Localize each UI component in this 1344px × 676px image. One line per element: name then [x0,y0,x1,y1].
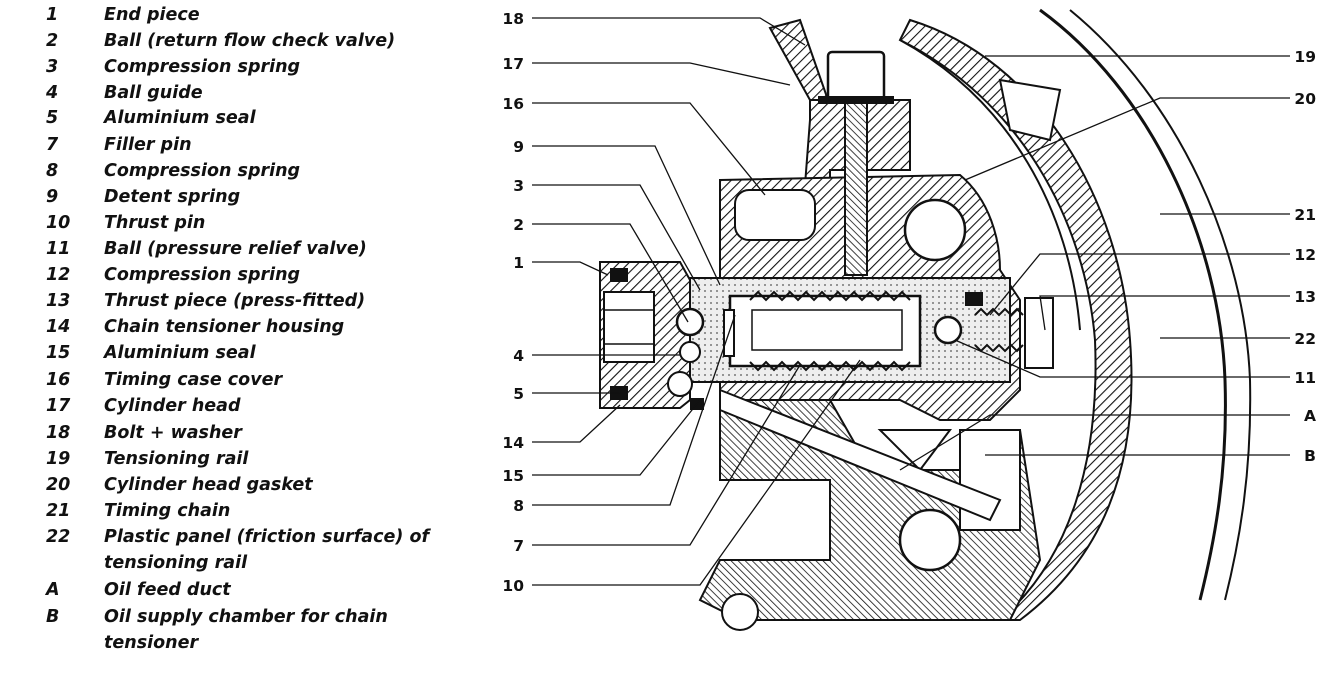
legend-text: Aluminium seal [104,343,256,363]
legend-key: 11 [46,239,71,259]
callout-label: 14 [502,434,524,452]
legend-key: 22 [46,527,71,547]
legend-text: Thrust pin [104,213,206,233]
legend-text: End piece [104,5,200,25]
legend-key: 21 [46,501,71,521]
legend-key: 4 [46,83,59,103]
legend-key: 9 [46,187,59,207]
legend-text: Ball (pressure relief valve) [104,239,367,259]
callout-label: 20 [1294,90,1316,108]
callout-label: 7 [513,537,524,555]
callout-label: 15 [502,467,524,485]
legend-key: 19 [46,449,71,469]
legend-text: Bolt + washer [104,423,242,443]
legend-key: 15 [46,343,71,363]
legend-key: 2 [46,31,59,51]
legend-text: Oil feed duct [104,580,231,600]
legend-key: 10 [46,213,71,233]
legend-key: A [46,580,60,600]
callout-label: 22 [1294,330,1316,348]
legend-text-continued: tensioner [104,633,199,653]
legend-key: 3 [46,57,59,77]
legend-text: Oil supply chamber for chain [104,607,388,627]
legend-key: 1 [46,5,59,25]
callout-label: A [1304,407,1316,425]
legend-text: Filler pin [104,135,192,155]
legend-text: Detent spring [104,187,241,207]
callout-label: 16 [502,95,524,113]
callout-label: 11 [1294,369,1316,387]
callout-label: 21 [1294,206,1316,224]
legend-text: Compression spring [104,161,301,181]
legend-text: Ball (return flow check valve) [104,31,396,51]
timing-chain [1039,8,1252,601]
callout-label: 1 [513,254,524,272]
legend-text: Tensioning rail [104,449,249,469]
callout-label: 13 [1294,288,1316,306]
legend-text: Chain tensioner housing [104,317,345,337]
callout-label: 10 [502,577,524,595]
callout-label: 9 [513,138,524,156]
legend-key: 18 [46,423,71,443]
callout-label: 19 [1294,48,1316,66]
legend-key: 17 [46,396,71,416]
oil-feed-duct [719,388,1002,522]
legend-text: Compression spring [104,57,301,77]
legend-text: Ball guide [104,83,203,103]
legend-key: 5 [46,108,59,128]
callout-label: 18 [502,10,524,28]
callout-label: 12 [1294,246,1316,264]
callout-label: 5 [513,385,524,403]
timing-case-cover [898,18,1133,621]
callout-label: 4 [513,347,524,365]
legend-key: 12 [46,265,71,285]
callout-label: 3 [513,177,524,195]
legend-key: 13 [46,291,71,311]
legend-key: 7 [46,135,59,155]
legend-text: Timing chain [104,501,231,521]
legend-text: Cylinder head [104,396,241,416]
leader-lines [532,17,1290,586]
legend-text: Cylinder head gasket [104,475,313,495]
callouts-right: 19 20 21 12 13 22 11A B [1294,48,1316,465]
legend-key: B [46,607,60,627]
legend-text: Plastic panel (friction surface) of [104,527,430,547]
callout-label: 8 [513,497,524,515]
callout-label: 17 [502,55,524,73]
legend-text: Timing case cover [104,370,283,390]
bolt-and-washer [818,50,894,276]
legend: 1 End piece 2 Ball (return flow check valve… [0,0,429,676]
callout-label: 2 [513,216,524,234]
legend-text: Aluminium seal [104,108,256,128]
legend-text-continued: tensioning rail [104,553,248,573]
legend-text: Thrust piece (press-fitted) [104,291,366,311]
callout-label: B [1304,447,1316,465]
legend-key: 20 [46,475,71,495]
legend-key: 14 [46,317,71,337]
legend-key: 8 [46,161,59,181]
legend-text: Compression spring [104,265,301,285]
legend-key: 16 [46,370,71,390]
